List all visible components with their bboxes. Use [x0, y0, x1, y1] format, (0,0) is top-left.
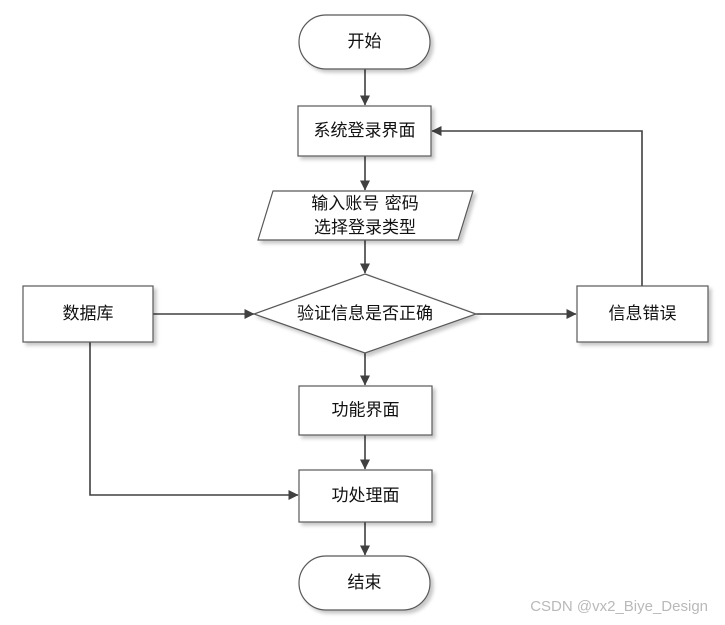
process-screen-label: 功处理面 — [332, 486, 400, 506]
verify-decision-node: 验证信息是否正确 — [252, 273, 478, 354]
process-screen-node: 功处理面 — [298, 469, 433, 523]
input-label-line2: 选择登录类型 — [314, 218, 416, 238]
start-node: 开始 — [298, 14, 431, 70]
connectors — [89, 69, 643, 556]
function-screen-node: 功能界面 — [298, 385, 433, 436]
database-node: 数据库 — [22, 285, 154, 343]
error-label: 信息错误 — [609, 304, 677, 324]
function-screen-label: 功能界面 — [332, 401, 400, 421]
database-label: 数据库 — [63, 304, 114, 324]
start-label: 开始 — [348, 32, 382, 52]
error-node: 信息错误 — [576, 285, 709, 343]
verify-decision-label: 验证信息是否正确 — [297, 304, 433, 324]
input-node: 输入账号 密码 选择登录类型 — [257, 190, 474, 241]
edge-error-to-login — [431, 126, 643, 286]
end-label: 结束 — [348, 573, 382, 593]
end-node: 结束 — [298, 555, 431, 611]
watermark-text: CSDN @vx2_Biye_Design — [530, 598, 708, 615]
edge-database-to-process — [89, 342, 299, 500]
login-screen-label: 系统登录界面 — [314, 121, 416, 141]
login-screen-node: 系统登录界面 — [297, 105, 432, 157]
input-label-line1: 输入账号 密码 — [311, 194, 418, 214]
